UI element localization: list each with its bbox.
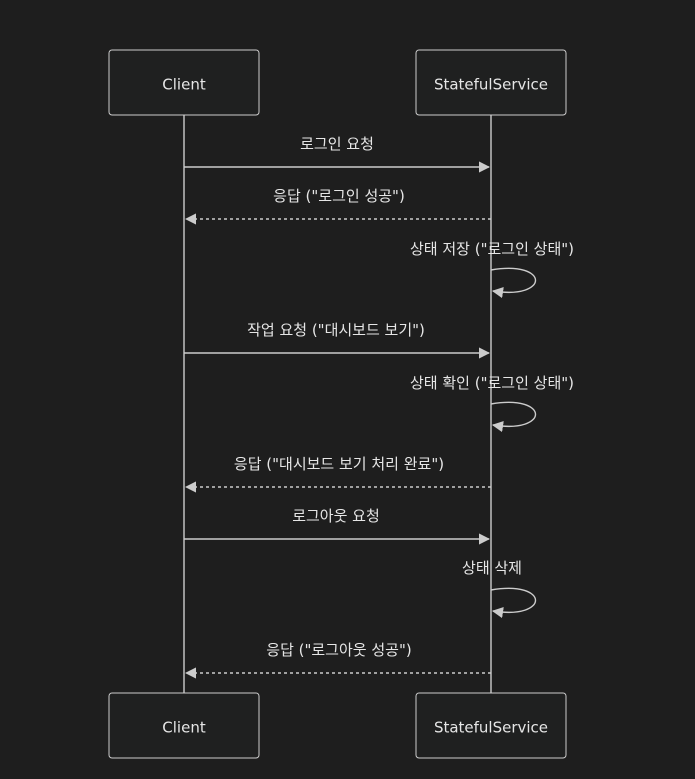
actor-service-bottom: StatefulService [415, 692, 567, 759]
message-3-label: 상태 저장 ("로그인 상태") [410, 240, 574, 258]
message-9-label: 응답 ("로그아웃 성공") [266, 641, 411, 659]
actor-client-bottom-label: Client [162, 719, 206, 737]
message-4-label: 작업 요청 ("대시보드 보기") [247, 321, 425, 339]
actor-client-top-label: Client [162, 76, 206, 94]
actor-service-top: StatefulService [415, 49, 567, 116]
message-7-label: 로그아웃 요청 [292, 507, 380, 525]
message-8-self-arrow [490, 587, 537, 619]
actor-client-top: Client [108, 49, 260, 116]
message-2-label: 응답 ("로그인 성공") [273, 187, 405, 205]
message-5-label: 상태 확인 ("로그인 상태") [410, 374, 574, 392]
message-1-label: 로그인 요청 [300, 135, 374, 153]
message-8-label: 상태 삭제 [462, 559, 522, 577]
actor-service-top-label: StatefulService [434, 76, 548, 94]
message-3-self-arrow [490, 267, 537, 299]
actor-client-bottom: Client [108, 692, 260, 759]
message-5-self-arrow [490, 401, 537, 433]
actor-service-bottom-label: StatefulService [434, 719, 548, 737]
message-6-label: 응답 ("대시보드 보기 처리 완료") [234, 455, 444, 473]
